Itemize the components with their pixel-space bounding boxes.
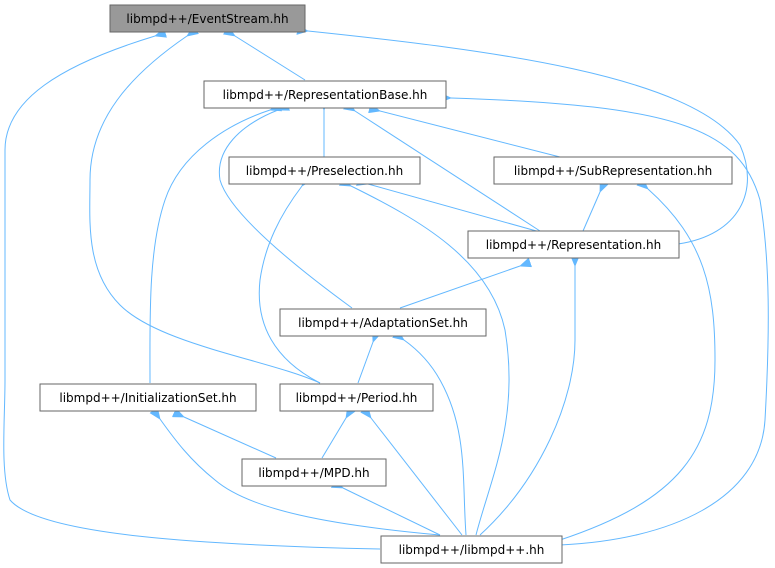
node-label: libmpd++/Preselection.hh — [246, 164, 403, 178]
node-box — [203, 80, 447, 109]
node-label: libmpd++/AdaptationSet.hh — [298, 316, 468, 330]
node-eventstream[interactable]: libmpd++/EventStream.hh — [109, 4, 306, 33]
edge-representation-to-subrepresentation — [582, 179, 609, 232]
node-representation[interactable]: libmpd++/Representation.hh — [467, 230, 680, 259]
edge-libmpdpp-to-eventstream — [3, 28, 381, 550]
node-label: libmpd++/libmpd++.hh — [399, 543, 545, 557]
edge-initializationset-to-representationbase — [149, 101, 283, 384]
node-initializationset[interactable]: libmpd++/InitializationSet.hh — [39, 383, 257, 412]
node-adaptationset[interactable]: libmpd++/AdaptationSet.hh — [279, 308, 487, 337]
edge-mpd-to-period — [321, 405, 356, 459]
edge-libmpdpp-to-adaptationset — [392, 329, 467, 536]
edge-libmpdpp-to-mpd — [330, 478, 441, 536]
node-mpd[interactable]: libmpd++/MPD.hh — [241, 458, 387, 487]
node-representationbase[interactable]: libmpd++/RepresentationBase.hh — [203, 80, 447, 109]
node-label: libmpd++/SubRepresentation.hh — [514, 164, 712, 178]
node-box — [39, 383, 257, 412]
node-box — [228, 156, 421, 185]
edge-adaptationset-to-representation — [399, 257, 533, 309]
node-label: libmpd++/RepresentationBase.hh — [223, 88, 428, 102]
node-label: libmpd++/Period.hh — [296, 391, 418, 405]
edge-libmpdpp-to-representationbase — [439, 92, 769, 546]
edge-period-to-preselection — [258, 174, 321, 384]
edge-subrepresentation-to-representationbase — [368, 103, 561, 158]
node-box — [279, 308, 487, 337]
edge-libmpdpp-to-subrepresentation — [559, 177, 716, 541]
node-box — [241, 458, 387, 487]
edge-representation-to-eventstream — [296, 24, 748, 245]
node-libmpdpp[interactable]: libmpd++/libmpd++.hh — [380, 535, 563, 564]
node-box — [493, 156, 733, 185]
node-label: libmpd++/Representation.hh — [486, 238, 662, 252]
node-preselection[interactable]: libmpd++/Preselection.hh — [228, 156, 421, 185]
node-box — [380, 535, 563, 564]
node-label: libmpd++/InitializationSet.hh — [59, 391, 236, 405]
edge-representation-to-preselection — [356, 176, 541, 233]
node-label: libmpd++/MPD.hh — [258, 466, 369, 480]
edge-libmpdpp-to-initializationset — [149, 407, 441, 536]
edge-libmpdpp-to-period — [360, 406, 463, 536]
node-period[interactable]: libmpd++/Period.hh — [279, 383, 434, 412]
edge-representationbase-to-eventstream — [223, 25, 306, 81]
node-box — [109, 4, 306, 33]
node-box — [467, 230, 680, 259]
node-label: libmpd++/EventStream.hh — [126, 12, 288, 26]
edge-period-to-adaptationset — [357, 329, 382, 384]
edge-adaptationset-to-representationbase — [218, 101, 353, 309]
node-box — [279, 383, 434, 412]
edge-representation-to-representationbase — [343, 100, 541, 232]
node-subrepresentation[interactable]: libmpd++/SubRepresentation.hh — [493, 156, 733, 185]
node-layer: libmpd++/EventStream.hh libmpd++/Represe… — [39, 4, 733, 564]
edge-layer — [3, 24, 769, 550]
edge-mpd-to-initializationset — [171, 407, 277, 459]
edge-libmpdpp-to-preselection — [338, 176, 510, 536]
edge-libmpdpp-to-representation — [479, 255, 580, 536]
edge-period-to-eventstream — [89, 25, 321, 384]
